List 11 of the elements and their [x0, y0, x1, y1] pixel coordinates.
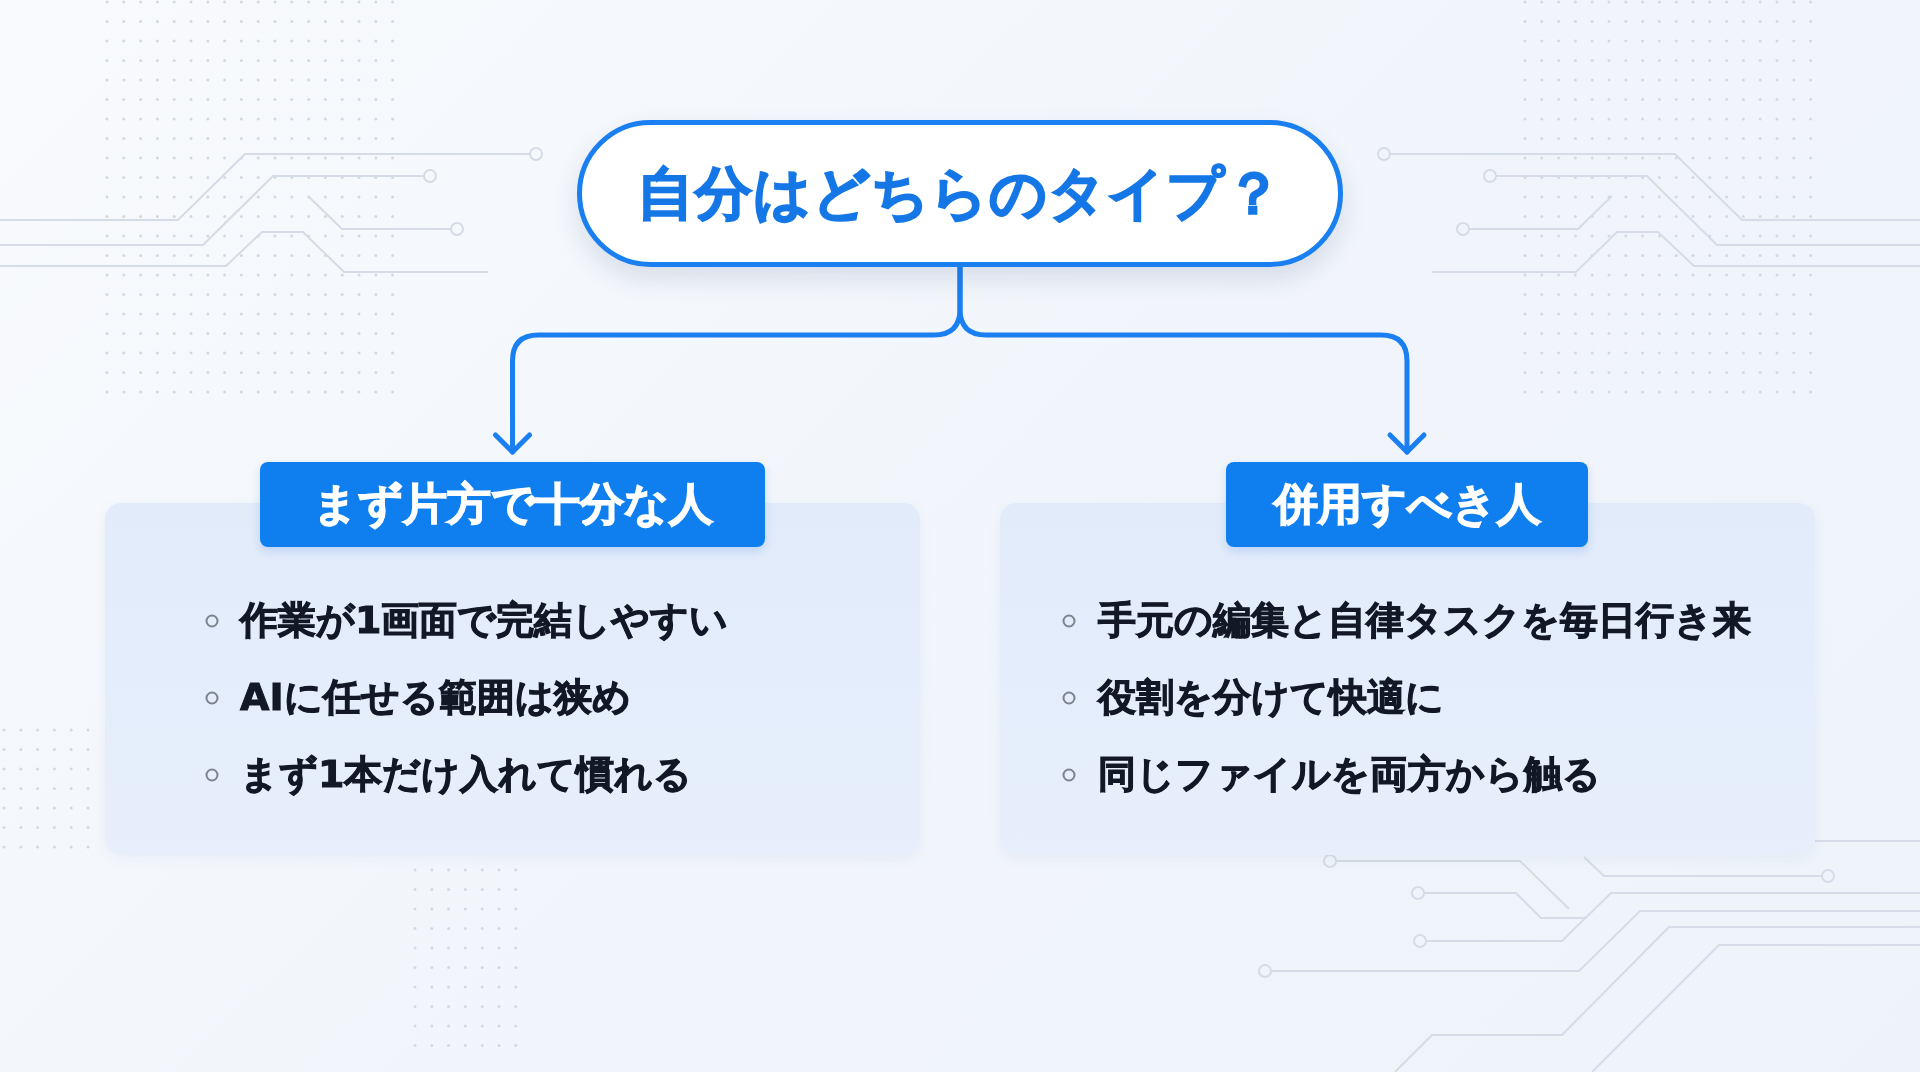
list-item: 作業が1画面で完結しやすい: [240, 597, 729, 645]
list-item: 役割を分けて快適に: [1098, 674, 1444, 722]
question-text: 自分はどちらのタイプ？: [637, 159, 1283, 228]
list-item: 同じファイルを両方から触る: [1098, 751, 1601, 799]
heading-tab: [1226, 462, 1588, 547]
heading-text: まず片方で十分な人: [312, 478, 713, 531]
heading-text: 併用すべき人: [1273, 478, 1541, 531]
list-item: AIに任せる範囲は狭め: [240, 674, 631, 722]
list-item: 手元の編集と自律タスクを毎日行き来: [1098, 597, 1751, 645]
list-item: まず1本だけ入れて慣れる: [240, 751, 693, 799]
heading-tab: [260, 462, 765, 547]
